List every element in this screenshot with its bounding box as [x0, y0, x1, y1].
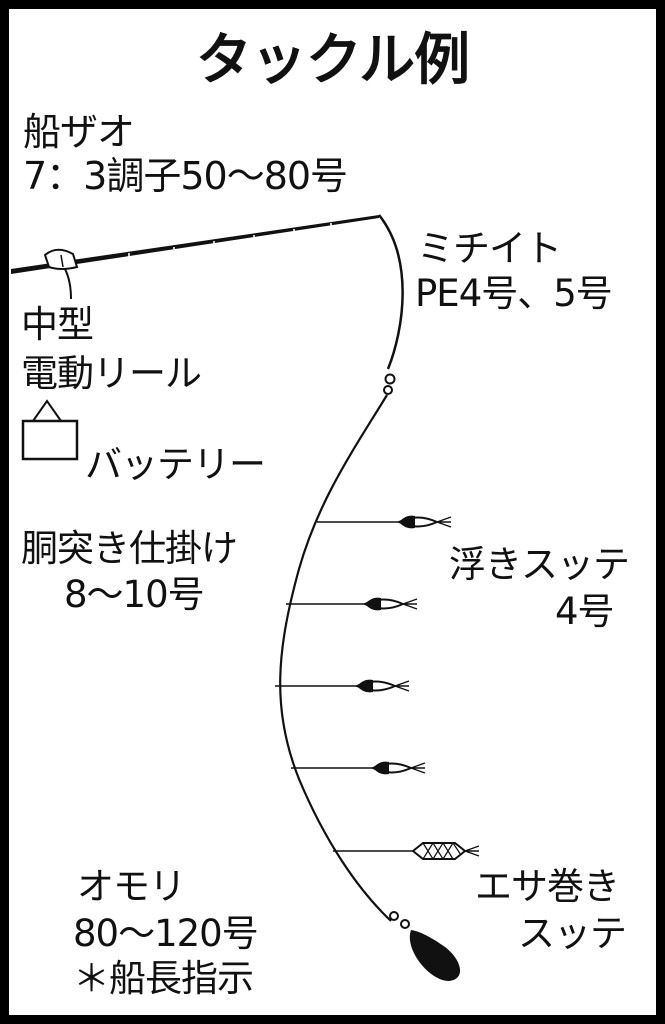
fishing-rod-icon [11, 215, 379, 274]
reel-size-label: 中型 [21, 303, 94, 346]
electric-reel-icon [43, 248, 79, 270]
sinker-name-label: オモリ [77, 865, 186, 908]
bait-jig-name-label-2: スッテ [518, 912, 627, 955]
rig-name-label: 胴突き仕掛け [21, 527, 238, 570]
diagram-title: タックル例 [195, 28, 470, 93]
squid-jig-icon [291, 761, 426, 775]
tackle-illustration [11, 214, 480, 981]
rig-size-label: 8～10号 [64, 573, 205, 616]
rig-mainline [279, 394, 392, 922]
sinker-icon [389, 911, 461, 981]
bait-jig-icon [333, 842, 480, 860]
battery-icon [21, 399, 79, 461]
reel-leader-line [64, 268, 72, 300]
squid-jig-icon [275, 679, 410, 693]
battery-label: バッテリー [85, 443, 266, 486]
sinker-note-label: ＊船長指示 [73, 957, 254, 1000]
squid-jig-name-label: 浮きスッテ [449, 543, 630, 586]
reel-type-label: 電動リール [21, 352, 202, 395]
main-line-name-label: ミチイト [417, 227, 562, 270]
rod-spec-label: 7：3調子50～80号 [23, 154, 348, 198]
bait-jig-name-label: エサ巻き [475, 865, 620, 908]
main-line [378, 214, 404, 370]
sinker-weight-label: 80～120号 [73, 912, 259, 955]
swivel-icon [383, 373, 396, 395]
squid-jig-icon [317, 515, 452, 529]
squid-jig-size-label: 4号 [555, 590, 615, 633]
rod-name-label: 船ザオ [23, 110, 135, 154]
squid-jig-icon [286, 597, 418, 611]
main-line-spec-label: PE4号、5号 [415, 272, 613, 315]
